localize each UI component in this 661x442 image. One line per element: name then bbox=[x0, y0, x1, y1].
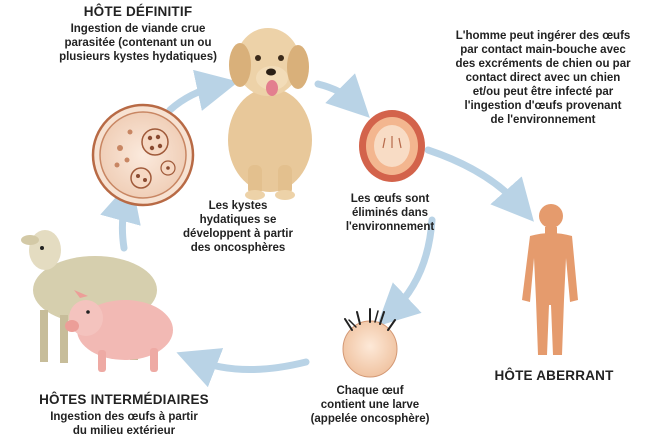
aberrant-host-title: HÔTE ABERRANT bbox=[474, 368, 634, 384]
definitive-host-line-2: parasitée (contenant un ou bbox=[28, 36, 248, 50]
eggs-line-2: éliminés dans bbox=[325, 206, 455, 220]
arrow-cyst-to-dog bbox=[170, 86, 218, 110]
intermediate-line-1: Ingestion des œufs à partir bbox=[4, 410, 244, 424]
egg-larva-label: Chaque œuf contient une larve (appelée o… bbox=[290, 384, 450, 426]
human-info-line-2: par contact main-bouche avec bbox=[425, 43, 661, 57]
cysts-line-4: des oncosphères bbox=[168, 241, 308, 255]
intermediate-line-2: du milieu extérieur bbox=[4, 424, 244, 438]
eggs-eliminated-label: Les œufs sont éliminés dans l'environnem… bbox=[325, 192, 455, 234]
human-info-line-7: de l'environnement bbox=[425, 113, 661, 127]
human-silhouette bbox=[522, 204, 578, 355]
human-info-line-4: contact direct avec un chien bbox=[425, 71, 661, 85]
eggs-line-1: Les œufs sont bbox=[325, 192, 455, 206]
arrow-animals-to-cyst bbox=[122, 200, 126, 248]
cysts-line-2: hydatiques se bbox=[168, 213, 308, 227]
egg-larva-line-2: contient une larve bbox=[290, 398, 450, 412]
cysts-line-3: développent à partir bbox=[168, 227, 308, 241]
human-info-line-5: et/ou peut être infecté par bbox=[425, 85, 661, 99]
arrow-larva-to-animals bbox=[196, 360, 306, 370]
intermediate-hosts-title: HÔTES INTERMÉDIAIRES bbox=[0, 392, 248, 408]
definitive-host-line-1: Ingestion de viande crue bbox=[28, 22, 248, 36]
egg-larva-line-1: Chaque œuf bbox=[290, 384, 450, 398]
pig-illustration bbox=[65, 290, 173, 372]
arrow-dog-to-egg bbox=[318, 84, 355, 103]
human-info-line-6: l'ingestion d'œufs provenant bbox=[425, 99, 661, 113]
hydatid-cyst-illustration bbox=[93, 105, 193, 205]
oncosphere-illustration bbox=[343, 309, 397, 377]
human-infection-description: L'homme peut ingérer des œufs par contac… bbox=[425, 29, 661, 127]
human-info-line-3: des excréments de chien ou par bbox=[425, 57, 661, 71]
cysts-development-label: Les kystes hydatiques se développent à p… bbox=[168, 199, 308, 255]
cysts-line-1: Les kystes bbox=[168, 199, 308, 213]
human-info-line-1: L'homme peut ingérer des œufs bbox=[425, 29, 661, 43]
definitive-host-title: HÔTE DÉFINITIF bbox=[48, 4, 228, 20]
eggs-line-3: l'environnement bbox=[325, 220, 455, 234]
definitive-host-description: Ingestion de viande crue parasitée (cont… bbox=[28, 22, 248, 64]
egg-larva-line-3: (appelée oncosphère) bbox=[290, 412, 450, 426]
intermediate-hosts-description: Ingestion des œufs à partir du milieu ex… bbox=[4, 410, 244, 438]
definitive-host-line-3: plusieurs kystes hydatiques) bbox=[28, 50, 248, 64]
egg-illustration bbox=[359, 110, 425, 182]
